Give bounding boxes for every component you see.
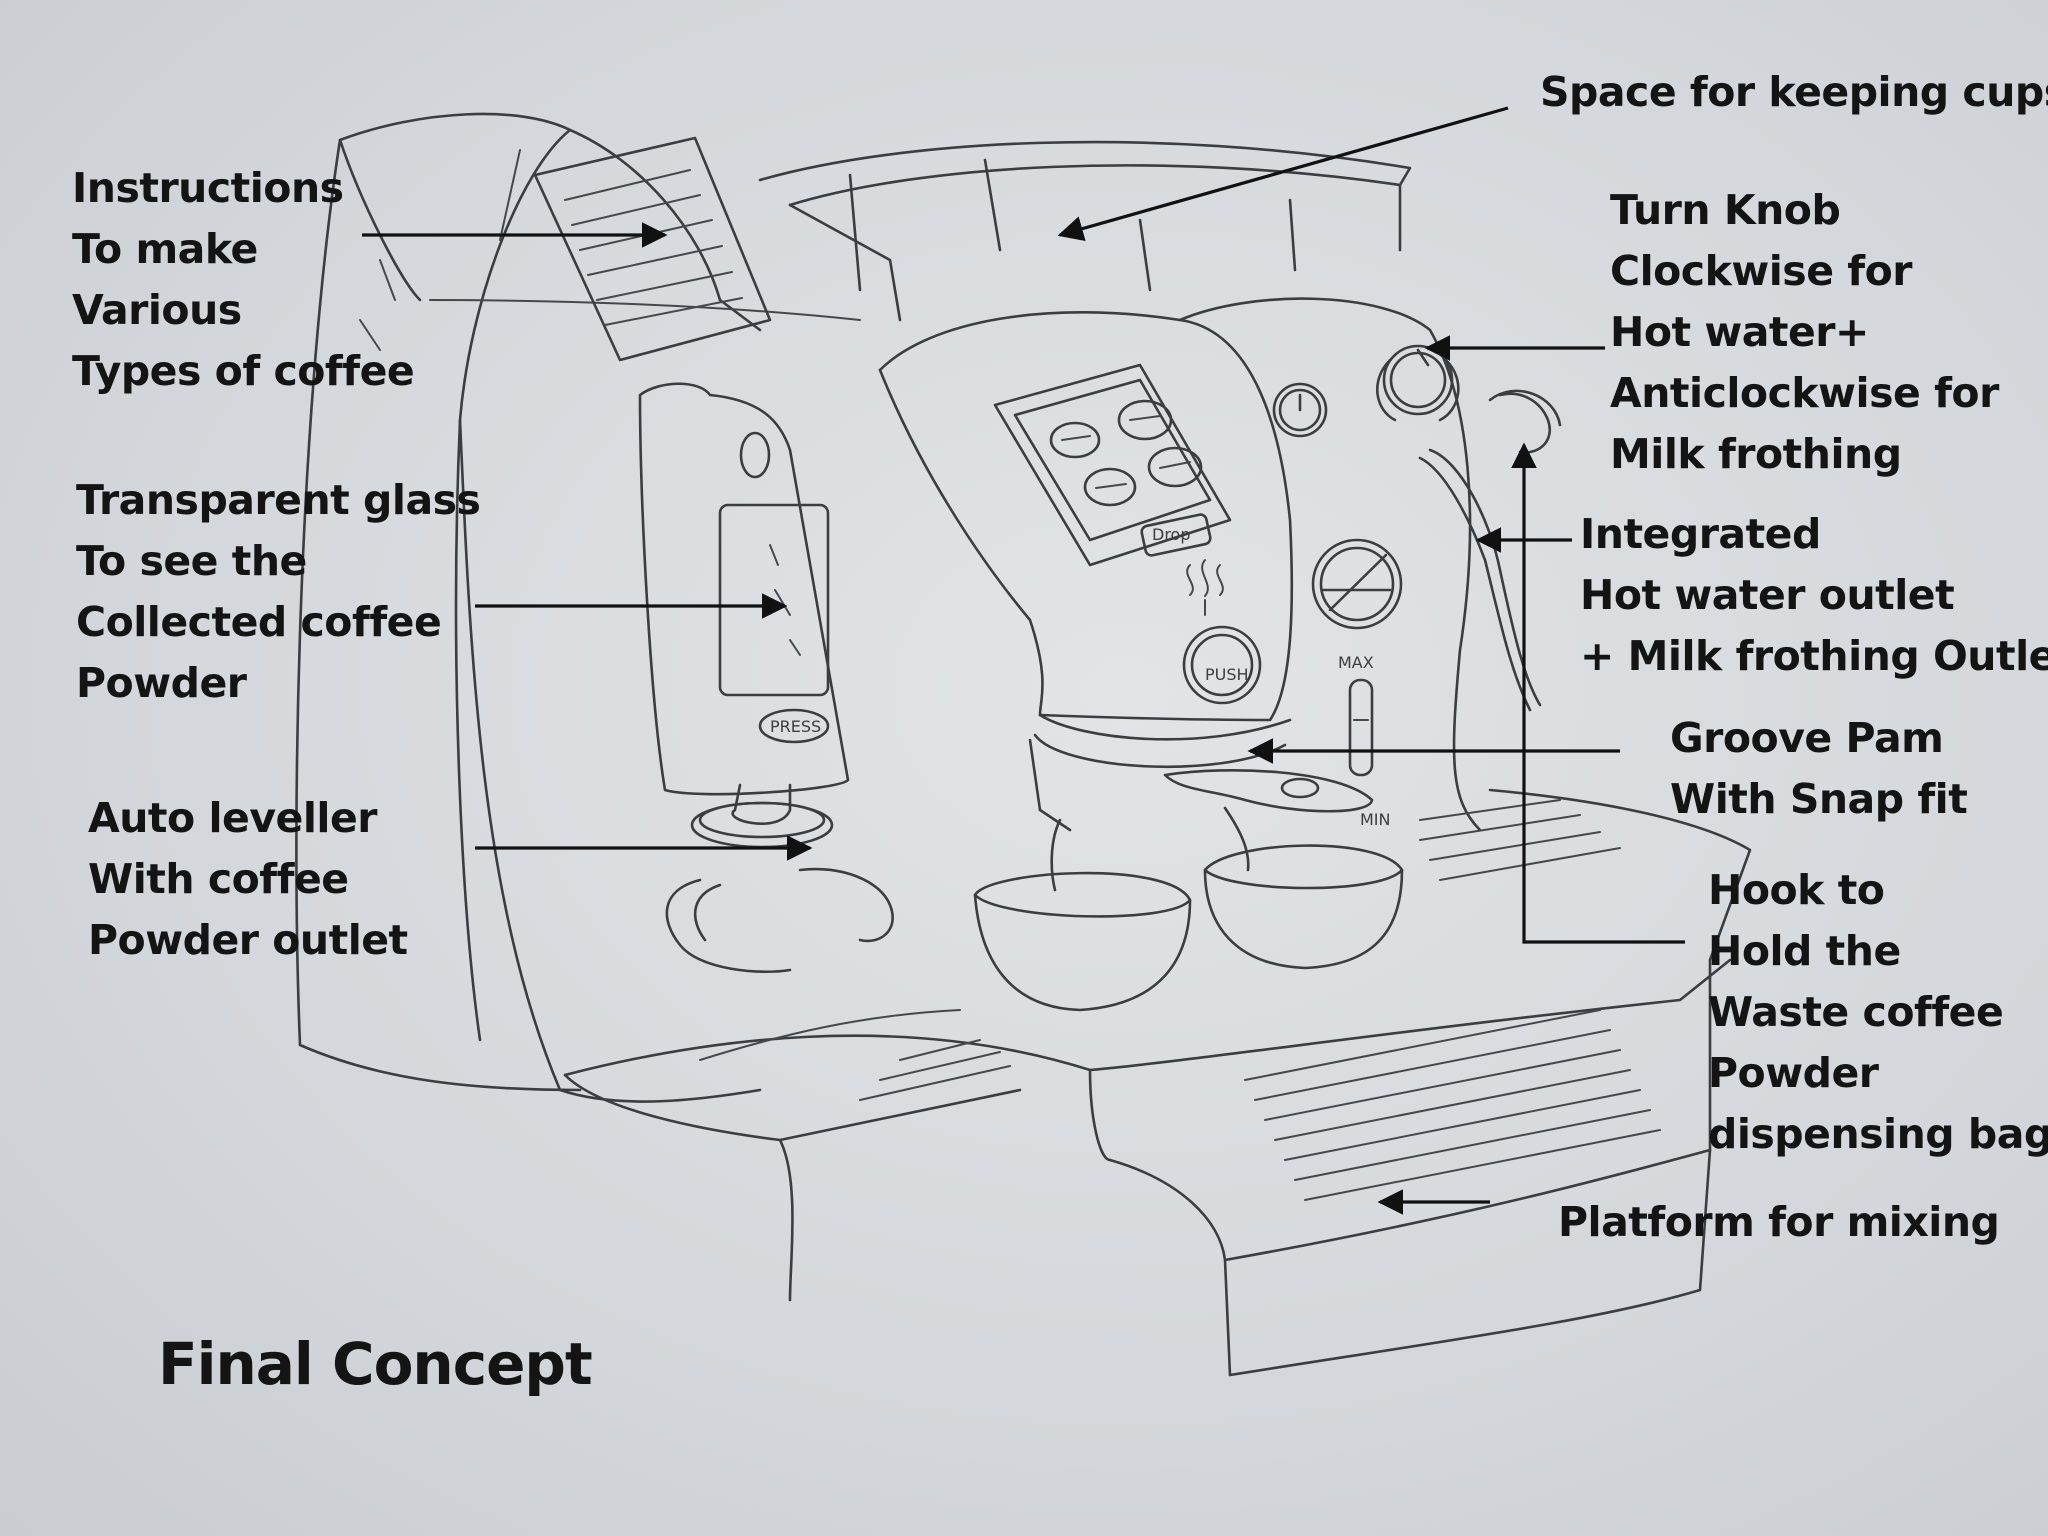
label-line: Platform for mixing [1558,1198,2000,1246]
knob-panel [1272,344,1562,777]
label-line: Integrated [1580,510,1821,558]
label-line: Powder outlet [88,916,408,964]
label-line: Types of coffee [72,347,415,395]
label-platform: Platform for mixing [1558,1192,2000,1253]
label-groove-pam: Groove Pam With Snap fit [1670,708,1968,830]
portafilter-groove [1163,769,1374,813]
machine-body-outline [295,112,861,1103]
label-line: Groove Pam [1670,714,1944,762]
label-line: dispensing bag [1708,1110,2048,1158]
max-mark: MAX [1338,653,1374,672]
label-line: Instructions [72,164,344,212]
machine-markings: PUSH MAX MIN PRESS Drop [770,525,1391,829]
label-line: Hold the [1708,927,1901,975]
arrow-hook [1511,442,1685,944]
drop-mark: Drop [1152,525,1191,544]
label-line: To make [72,225,258,273]
label-line: Various [72,286,242,334]
label-line: Auto leveller [88,794,377,842]
label-line: Space for keeping cups [1540,68,2048,116]
press-mark: PRESS [770,717,821,736]
label-instructions: Instructions To make Various Types of co… [72,158,415,402]
coffee-cups [973,844,1404,1012]
label-line: Collected coffee [76,598,442,646]
label-line: With coffee [88,855,349,903]
label-transparent-glass: Transparent glass To see the Collected c… [76,470,481,714]
label-line: Anticlockwise for [1610,369,1999,417]
instructions-panel [533,136,772,362]
arrow-cups [1057,106,1509,242]
label-cup-space: Space for keeping cups [1540,62,2048,123]
label-line: Turn Knob [1610,186,1841,234]
label-line: Powder [76,659,247,707]
label-line: Hot water+ [1610,308,1869,356]
label-line: Hook to [1708,866,1885,914]
leader-arrows [362,106,1685,1215]
label-line: Transparent glass [76,476,481,524]
leveller-and-holder [638,382,894,974]
page-title: Final Concept [158,1330,593,1398]
label-turn-knob: Turn Knob Clockwise for Hot water+ Antic… [1610,180,1999,485]
label-line: Clockwise for [1610,247,1913,295]
label-hook: Hook to Hold the Waste coffee Powder dis… [1708,860,2048,1165]
cup-rack [758,140,1412,322]
central-head [878,297,1482,892]
label-line: Waste coffee [1708,988,2004,1036]
drip-tray-platform [563,788,1752,1377]
label-line: Hot water outlet [1580,571,1955,619]
label-line: Milk frothing [1610,430,1902,478]
label-line: With Snap fit [1670,775,1968,823]
label-line: + Milk frothing Outlet [1580,632,2048,680]
label-auto-leveller: Auto leveller With coffee Powder outlet [88,788,408,971]
min-mark: MIN [1360,810,1391,829]
label-line: To see the [76,537,307,585]
push-mark: PUSH [1205,665,1249,684]
label-integrated-outlet: Integrated Hot water outlet + Milk froth… [1580,504,2048,687]
label-line: Powder [1708,1049,1879,1097]
